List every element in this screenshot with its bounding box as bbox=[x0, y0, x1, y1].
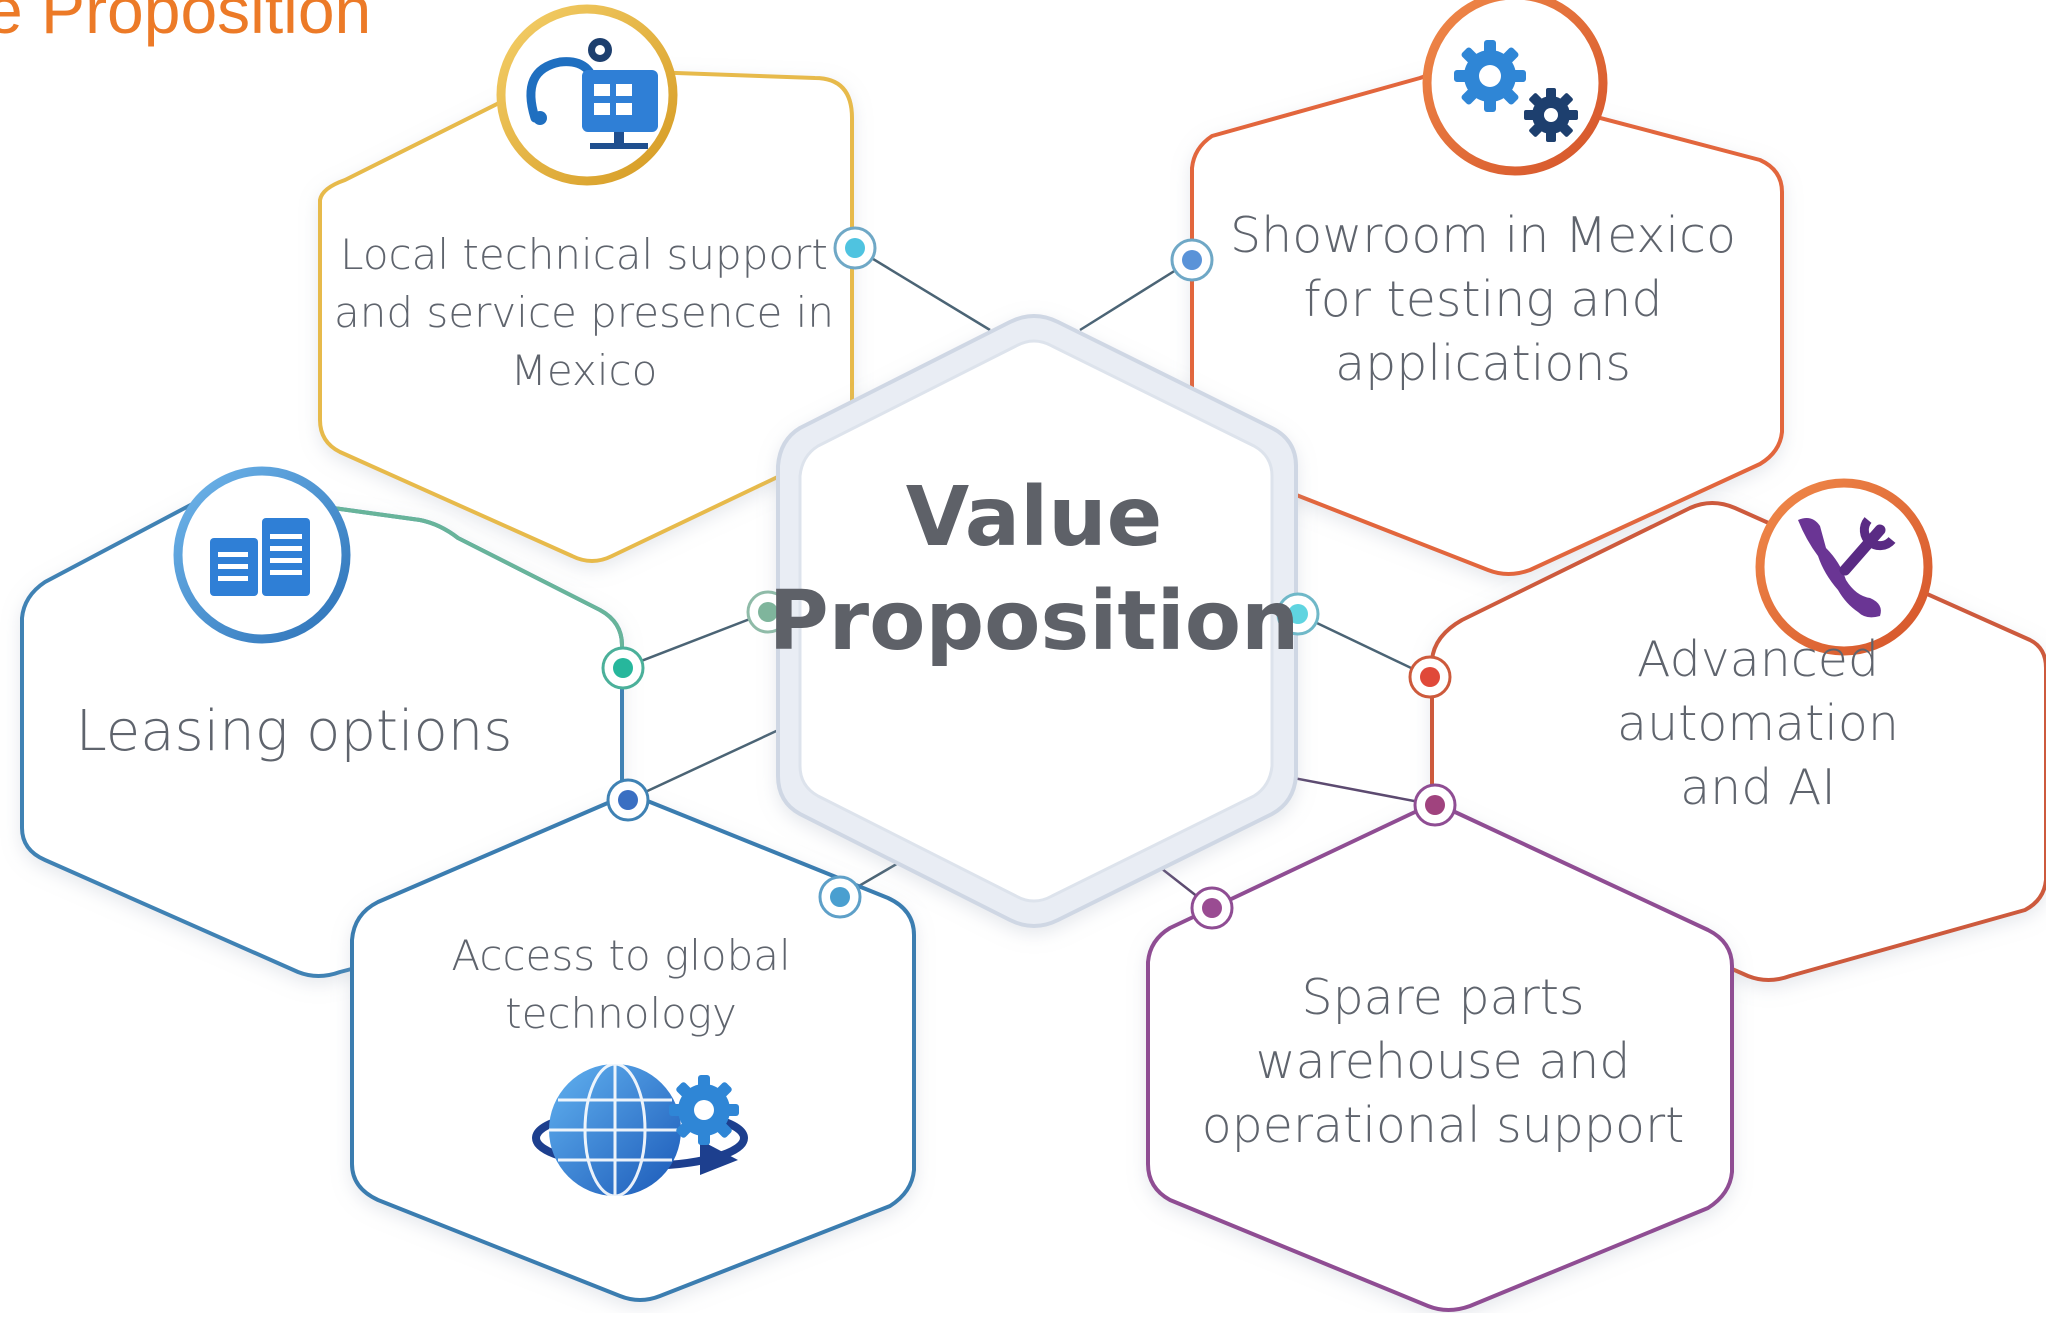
node-label-global-tech: Access to global technology bbox=[451, 931, 791, 1038]
documents-icon bbox=[173, 466, 351, 644]
dot-spare-parts-left bbox=[1190, 886, 1234, 930]
hexagon-global-tech bbox=[350, 796, 916, 1302]
gears-icon bbox=[1422, 0, 1608, 176]
dot-leasing-blue bbox=[606, 778, 650, 822]
center-label: Value Proposition bbox=[768, 470, 1300, 669]
dot-showroom bbox=[1170, 238, 1214, 282]
dot-center-left bbox=[746, 590, 790, 634]
dot-local-support bbox=[833, 226, 877, 270]
dot-leasing-teal bbox=[601, 646, 645, 690]
center-hexagon bbox=[776, 314, 1298, 928]
node-label-local-support: Local technical support and service pres… bbox=[334, 230, 834, 395]
node-label-showroom: Showroom in Mexico for testing and appli… bbox=[1230, 207, 1736, 392]
dot-center-right bbox=[1276, 592, 1320, 636]
technical-support-icon bbox=[496, 4, 678, 186]
globe-gear-icon bbox=[532, 1062, 748, 1198]
dot-spare-parts-top bbox=[1413, 783, 1457, 827]
node-label-automation: Advanced automation and AI bbox=[1617, 631, 1899, 816]
node-label-leasing: Leasing options bbox=[75, 699, 513, 764]
node-label-spare-parts: Spare parts warehouse and operational su… bbox=[1201, 969, 1685, 1154]
dot-automation bbox=[1408, 655, 1452, 699]
dot-global-tech bbox=[818, 875, 862, 919]
page-title: e Proposition bbox=[0, 0, 372, 47]
connection-dots bbox=[601, 226, 1457, 930]
mexico-map-wrench-icon bbox=[1755, 478, 1933, 656]
